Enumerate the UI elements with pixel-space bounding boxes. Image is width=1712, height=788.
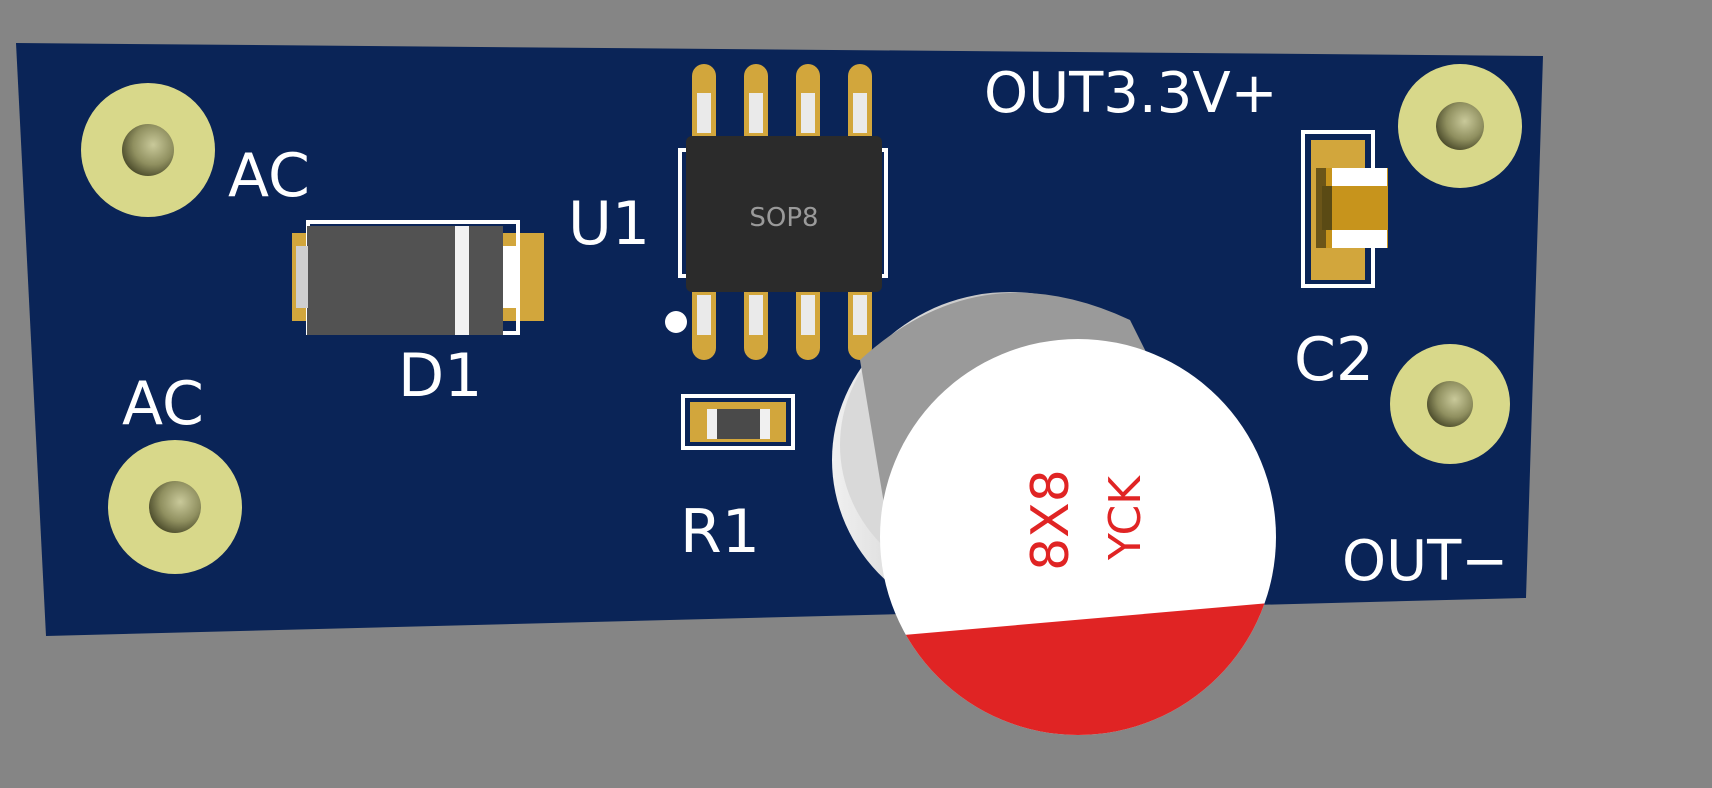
hole-pad-ac-top bbox=[81, 83, 215, 217]
label-ac-bottom: AC bbox=[122, 369, 204, 439]
label-d1: D1 bbox=[398, 341, 482, 411]
ic-pins-top bbox=[692, 64, 872, 148]
diode-d1 bbox=[292, 220, 544, 335]
label-u1: U1 bbox=[568, 189, 650, 259]
capacitor-size-text: 8X8 bbox=[1021, 469, 1081, 571]
ic-package-text: SOP8 bbox=[749, 203, 818, 233]
pin1-marker-dot bbox=[665, 311, 687, 333]
hole-pad-ac-bottom bbox=[108, 440, 242, 574]
hole-pad-out-neg bbox=[1390, 344, 1510, 464]
label-out-neg: OUT− bbox=[1342, 529, 1508, 594]
label-r1: R1 bbox=[680, 497, 760, 567]
label-ac-top: AC bbox=[228, 141, 310, 211]
resistor-r1 bbox=[681, 394, 795, 450]
label-c2: C2 bbox=[1294, 325, 1374, 395]
label-out-pos: OUT3.3V+ bbox=[984, 61, 1278, 126]
ic-pins-bottom bbox=[692, 280, 872, 360]
hole-pad-out-pos bbox=[1398, 64, 1522, 188]
capacitor-brand-text: YCK bbox=[1100, 475, 1151, 561]
capacitor-c2 bbox=[1301, 130, 1388, 288]
ic-u1: SOP8 bbox=[665, 64, 888, 360]
